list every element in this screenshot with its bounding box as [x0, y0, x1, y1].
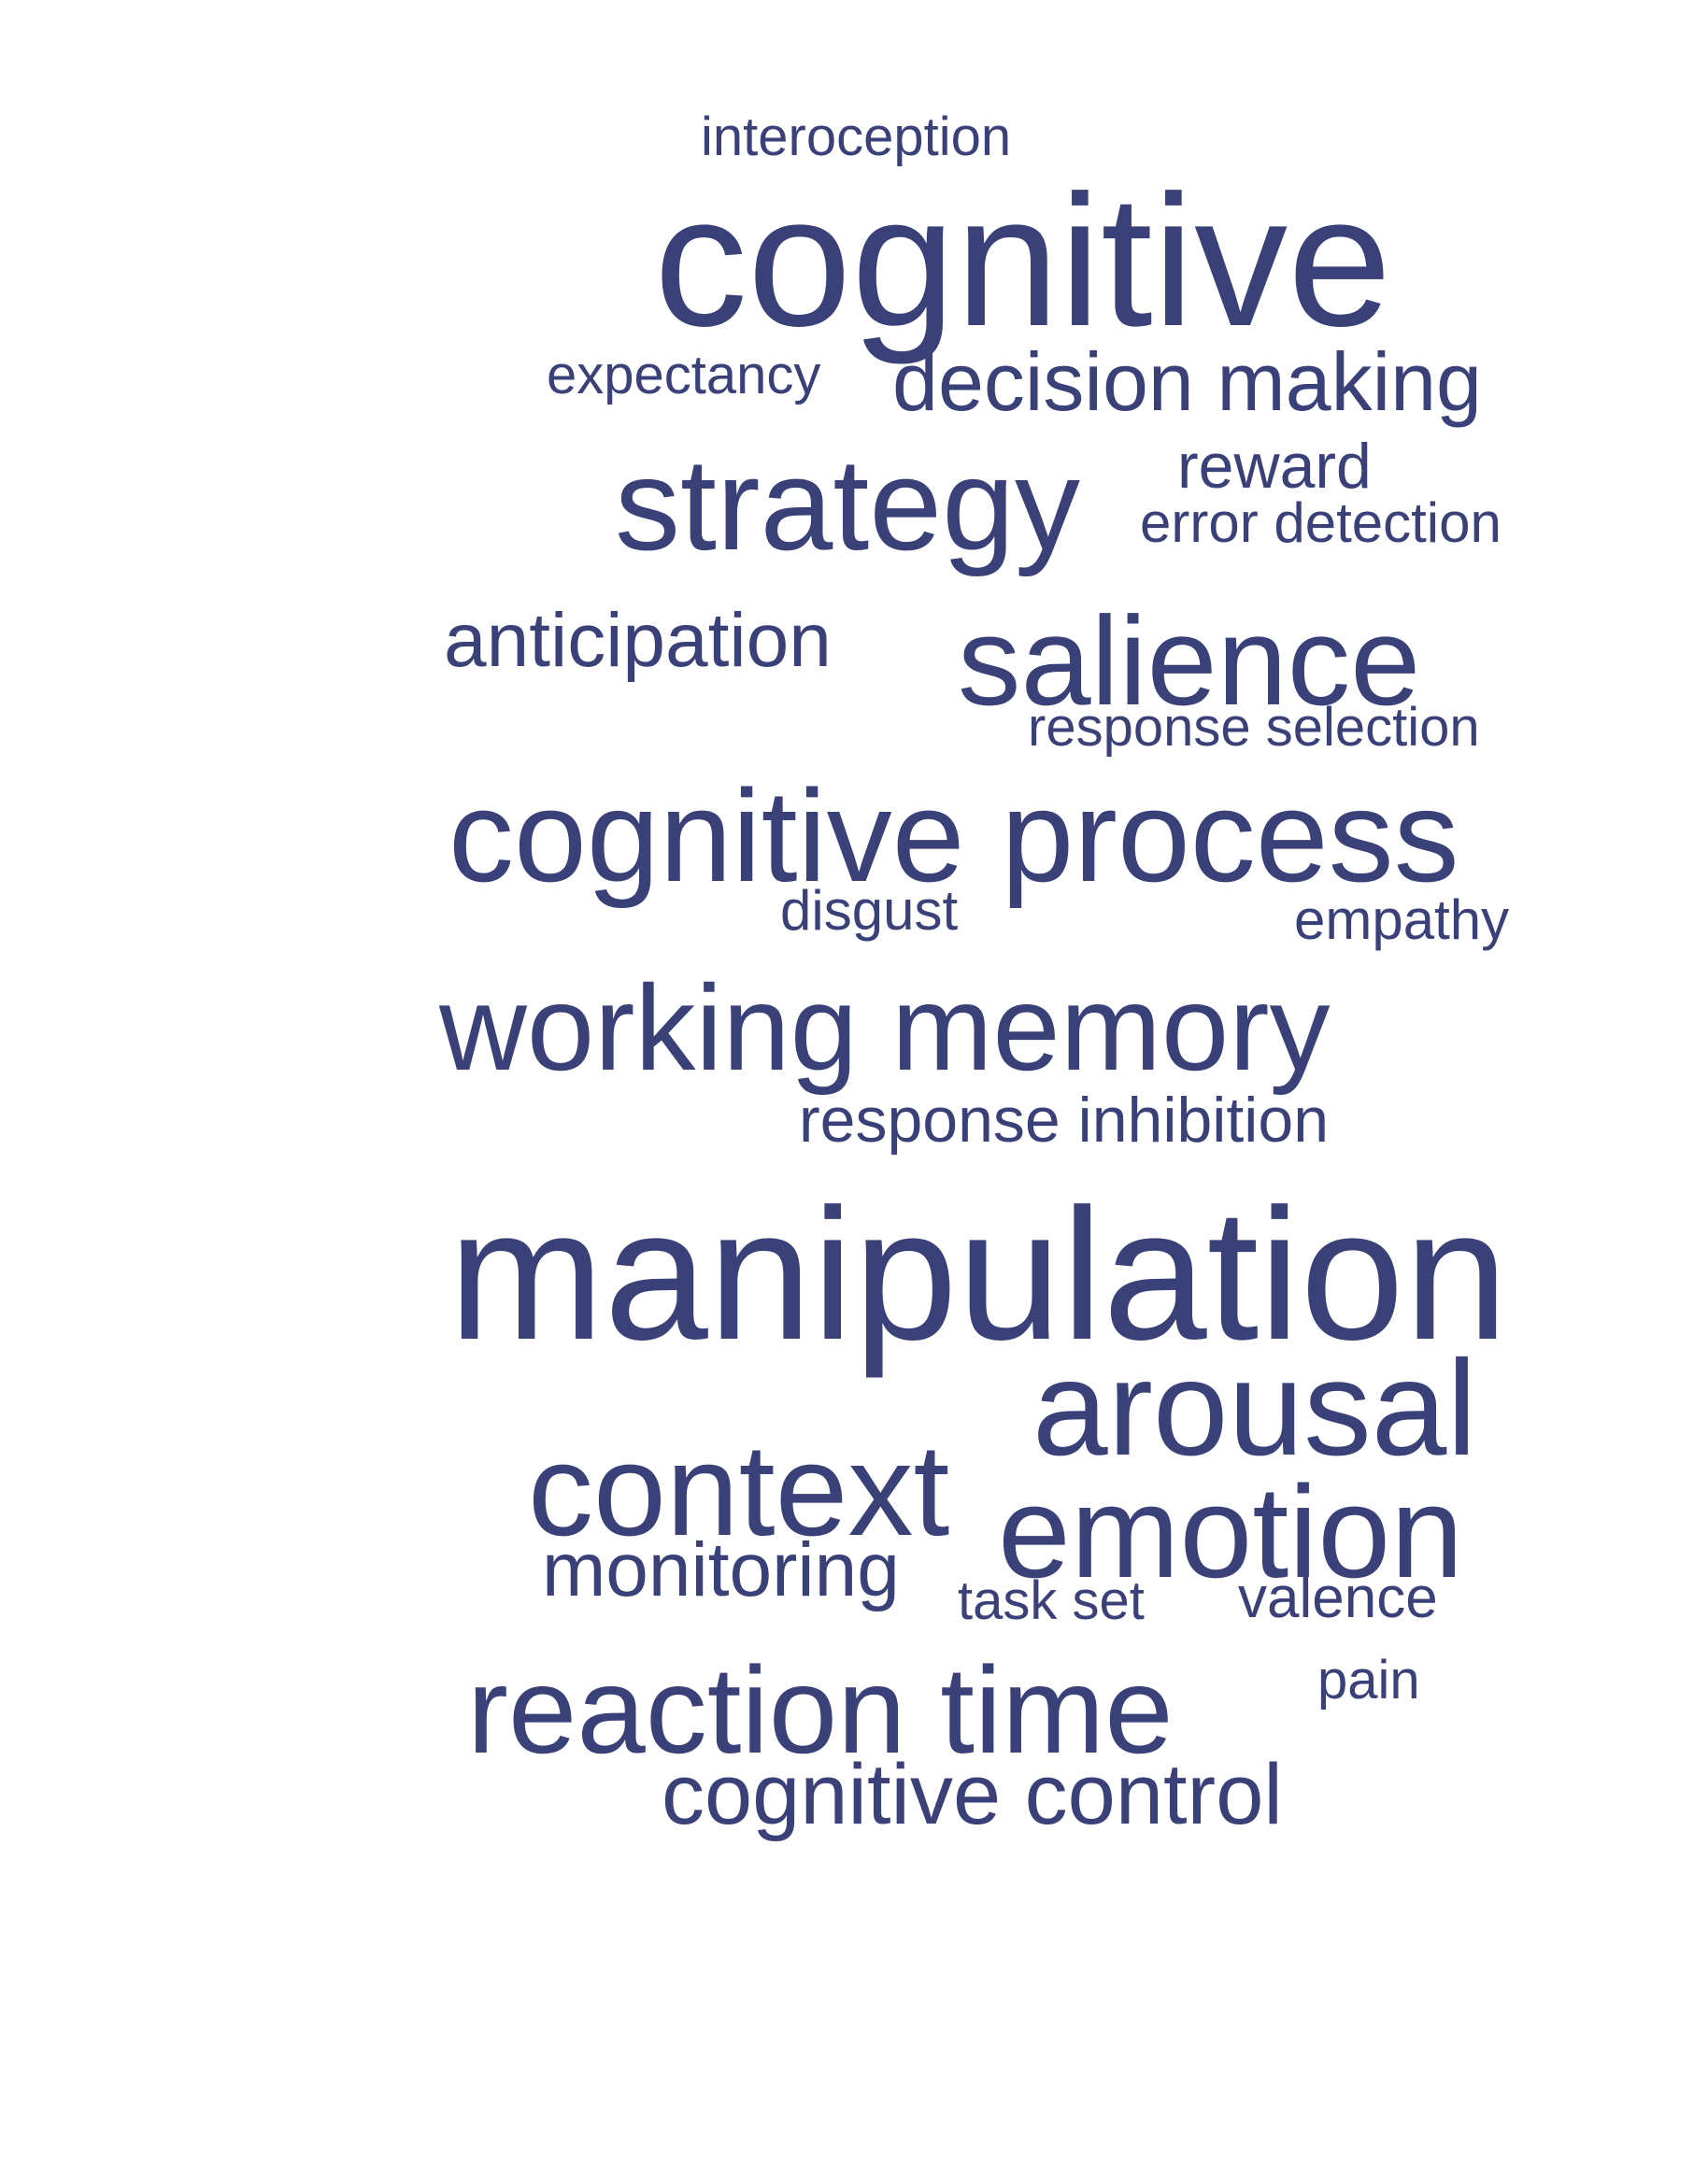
word-empathy: empathy: [1294, 888, 1510, 951]
word-context: context: [528, 1416, 950, 1563]
word-reward: reward: [1177, 431, 1372, 502]
word-decision-making: decision making: [892, 335, 1482, 428]
word-working-memory: working memory: [439, 959, 1331, 1096]
word-disgust: disgust: [780, 879, 959, 942]
word-salience: salience: [958, 590, 1421, 731]
word-cognitive: cognitive: [654, 157, 1392, 365]
word-pain: pain: [1317, 1650, 1420, 1711]
word-response-inhibition: response inhibition: [799, 1085, 1330, 1156]
word-expectancy: expectancy: [547, 345, 821, 405]
word-reaction-time: reaction time: [467, 1641, 1174, 1779]
word-cognitive-process: cognitive process: [448, 762, 1459, 909]
word-error-detection: error detection: [1140, 491, 1502, 554]
word-task-set: task set: [958, 1570, 1145, 1631]
word-interoception: interoception: [701, 106, 1012, 167]
word-emotion: emotion: [998, 1458, 1464, 1605]
word-valence: valence: [1238, 1566, 1438, 1630]
word-monitoring: monitoring: [542, 1527, 900, 1612]
word-arousal: arousal: [1032, 1332, 1477, 1484]
word-cognitive-control: cognitive control: [662, 1747, 1283, 1842]
word-anticipation: anticipation: [444, 598, 832, 683]
word-manipulation: manipulation: [448, 1171, 1509, 1379]
word-strategy: strategy: [615, 431, 1080, 577]
word-response-selection: response selection: [1028, 697, 1480, 758]
